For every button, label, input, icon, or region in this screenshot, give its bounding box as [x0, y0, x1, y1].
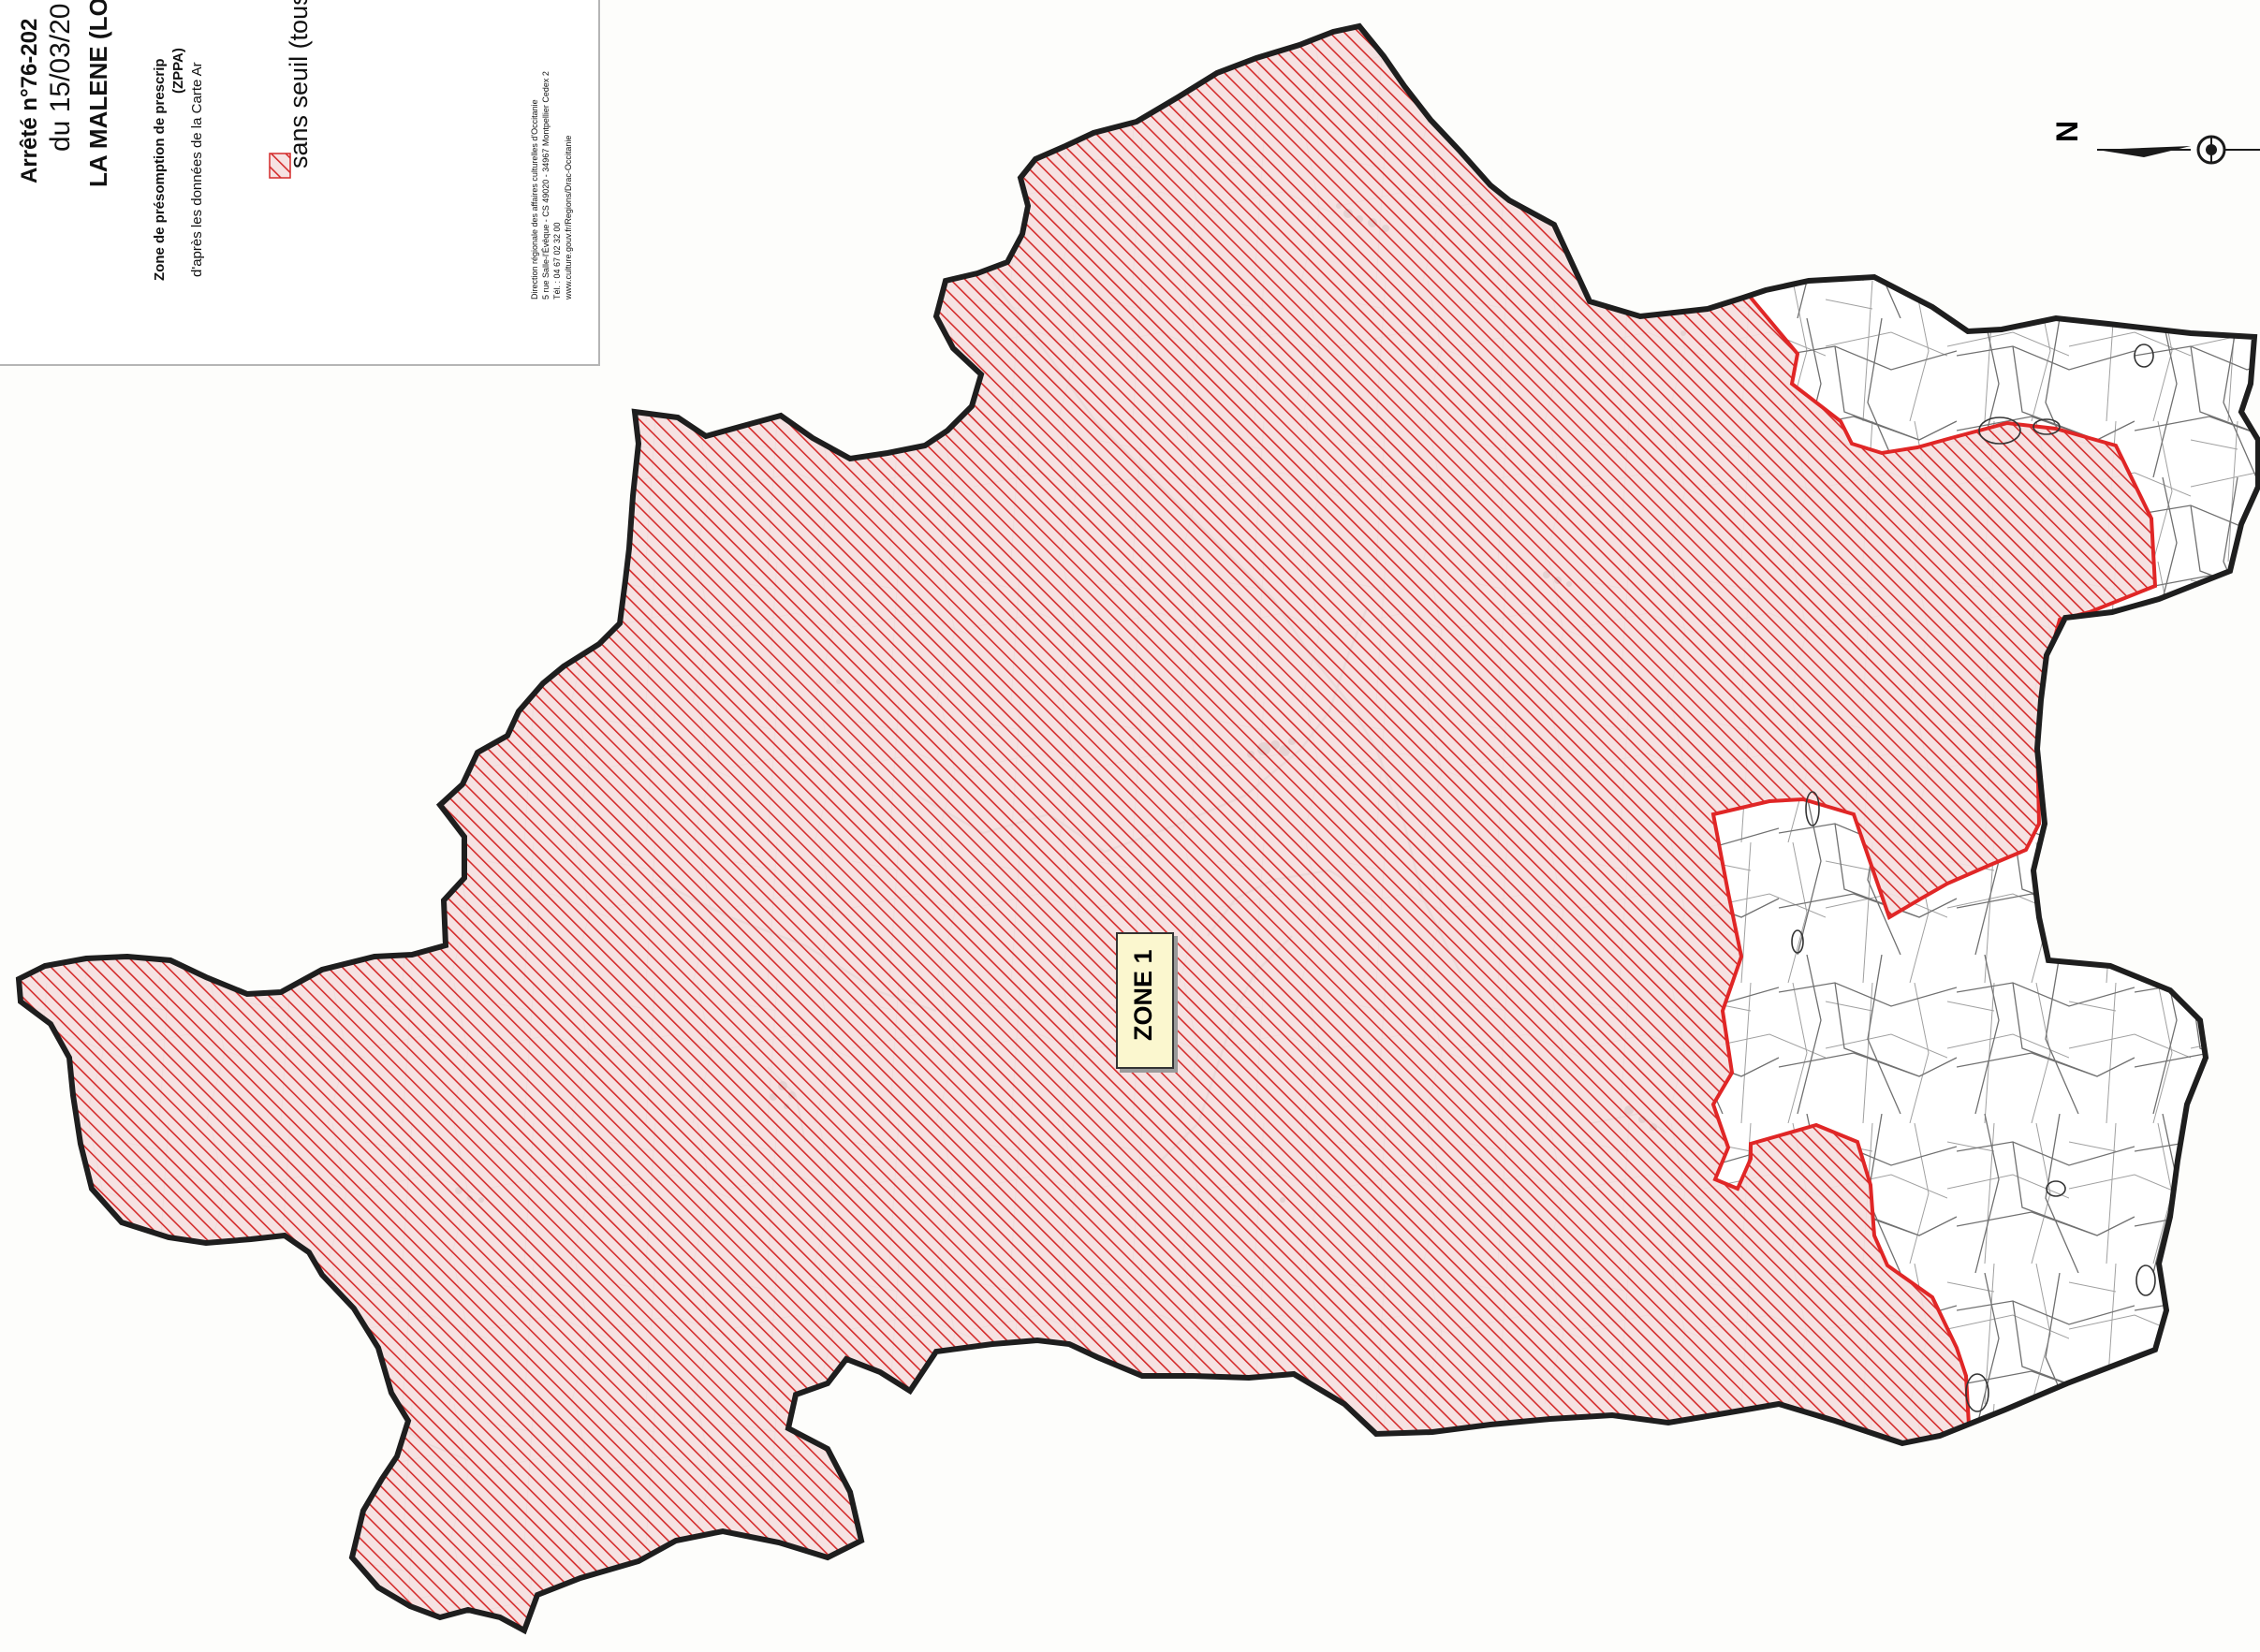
zone-label: ZONE 1 — [1129, 949, 1157, 1041]
arrete-number: Arrêté n°76-202 — [17, 18, 42, 183]
data-source: d'après les données de la Carte Ar — [189, 62, 205, 277]
zone-label-box: ZONE 1 — [1116, 932, 1174, 1069]
north-arrow — [2097, 135, 2260, 165]
islets — [1791, 344, 2156, 1412]
zppa-abbreviation: (ZPPA) — [170, 48, 186, 94]
legend-label: sans seuil (tous tr — [285, 0, 313, 168]
cartouche-box — [0, 0, 600, 366]
north-label: N — [2050, 120, 2084, 142]
drac-line-1: Direction régionale des affaires culture… — [530, 99, 539, 300]
drac-line-3: Tél. : 04 67 02 32 00 — [552, 222, 562, 300]
commune-name: LA MALENE (LO — [84, 0, 112, 187]
drac-line-4: www.culture.gouv.fr/Regions/Drac-Occitan… — [564, 135, 573, 300]
arrete-date: du 15/03/20 — [45, 3, 76, 152]
zone-description: Zone de présomption de prescrip — [152, 58, 168, 281]
drac-line-2: 5 rue Salle-l'Évêque - CS 49020 - 34967 … — [541, 71, 550, 300]
